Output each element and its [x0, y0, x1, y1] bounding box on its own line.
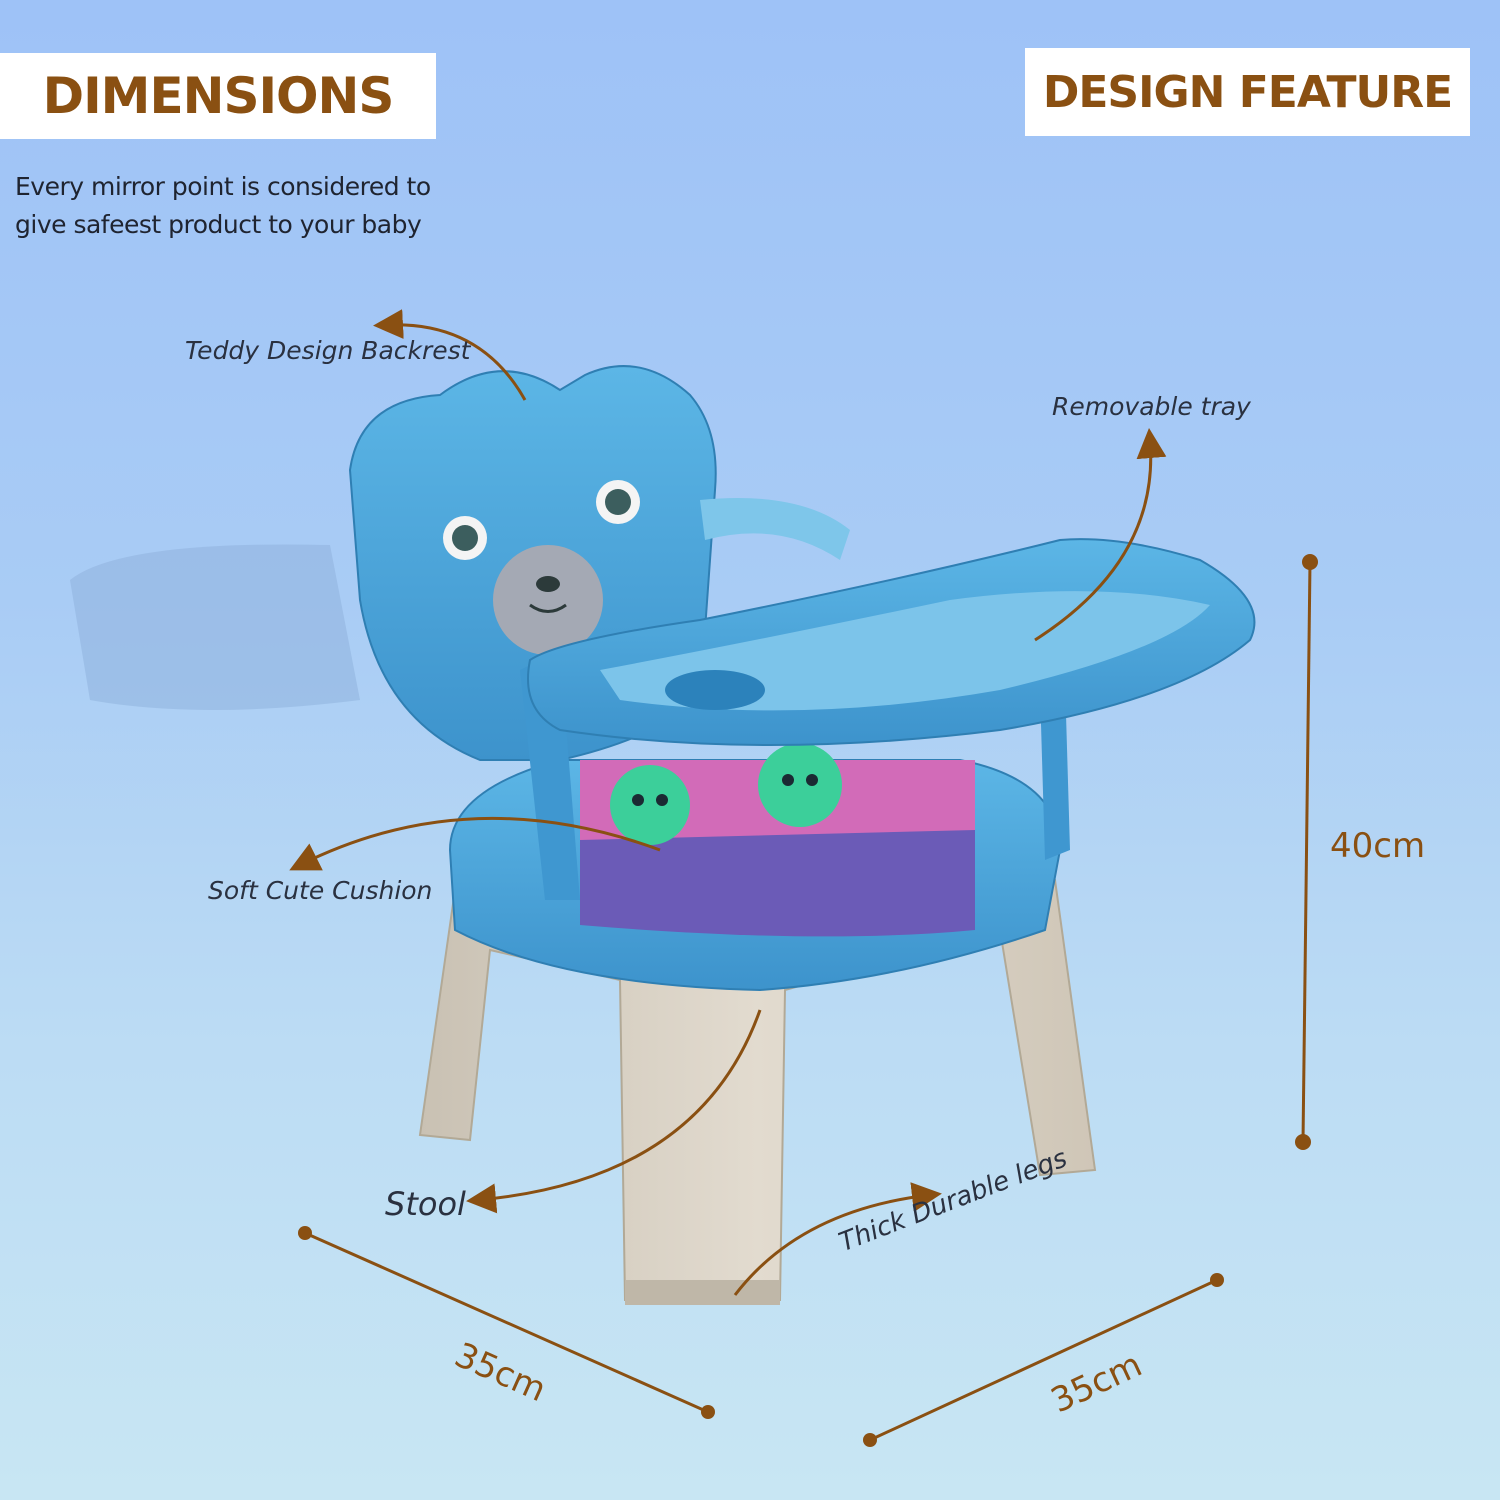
dimensions-badge: DIMENSIONS	[0, 53, 436, 139]
tagline-line-2: give safeest product to your baby	[15, 210, 422, 239]
callout-backrest: Teddy Design Backrest	[185, 336, 471, 365]
callout-tray: Removable tray	[1052, 392, 1251, 421]
cup-holder-icon	[665, 670, 765, 710]
tagline-line-1: Every mirror point is considered to	[15, 172, 431, 201]
removable-tray[interactable]	[527, 538, 1256, 746]
height-dimension-line	[1295, 554, 1318, 1150]
depth-dimension-line	[298, 1226, 715, 1419]
teddy-muzzle-icon	[493, 545, 603, 655]
callout-stool: Stool	[385, 1185, 466, 1223]
callout-cushion: Soft Cute Cushion	[208, 876, 433, 905]
width-dimension-line	[863, 1273, 1224, 1447]
legs-arrow	[733, 1182, 942, 1296]
armrest	[1040, 680, 1070, 860]
stool-arrow	[466, 1009, 762, 1214]
backrest-arrow	[373, 309, 527, 401]
design-feature-badge: DESIGN FEATURE	[1025, 48, 1470, 136]
height-label: 40cm	[1330, 826, 1426, 866]
tray-arrow	[1034, 428, 1167, 642]
cushion-arrow	[289, 816, 661, 871]
chair-shadow	[70, 544, 360, 710]
chair-seat	[448, 743, 1062, 992]
